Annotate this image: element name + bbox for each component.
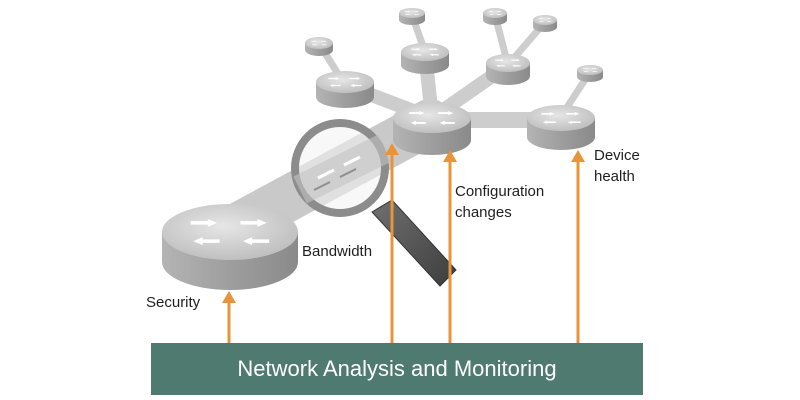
router-icon [316,71,374,108]
label-device-health-line2: health [594,168,635,185]
arrow-up-icon [571,150,585,343]
label-configuration-changes-line1: Configuration [455,183,545,200]
router-icon [527,105,595,150]
router-icon [399,8,425,25]
arrow-up-icon [385,143,399,343]
router-icon [533,15,557,32]
arrow-up-icon [222,291,236,343]
label-security: Security [146,294,201,311]
router-icon [305,37,333,56]
router-icon [401,43,449,74]
label-device-health-line1: Device [594,147,640,164]
magnifying-glass-icon [291,119,457,287]
arrow-up-icon [443,150,457,343]
label-bandwidth: Bandwidth [302,243,373,260]
router-icon [577,65,603,82]
router-icon [162,204,298,290]
router-icon [393,103,471,155]
banner-title: Network Analysis and Monitoring [237,356,557,381]
network-analysis-banner: Network Analysis and Monitoring [151,343,643,395]
router-icon [486,54,530,85]
router-icon [483,8,507,25]
label-configuration-changes-line2: changes [455,204,512,221]
